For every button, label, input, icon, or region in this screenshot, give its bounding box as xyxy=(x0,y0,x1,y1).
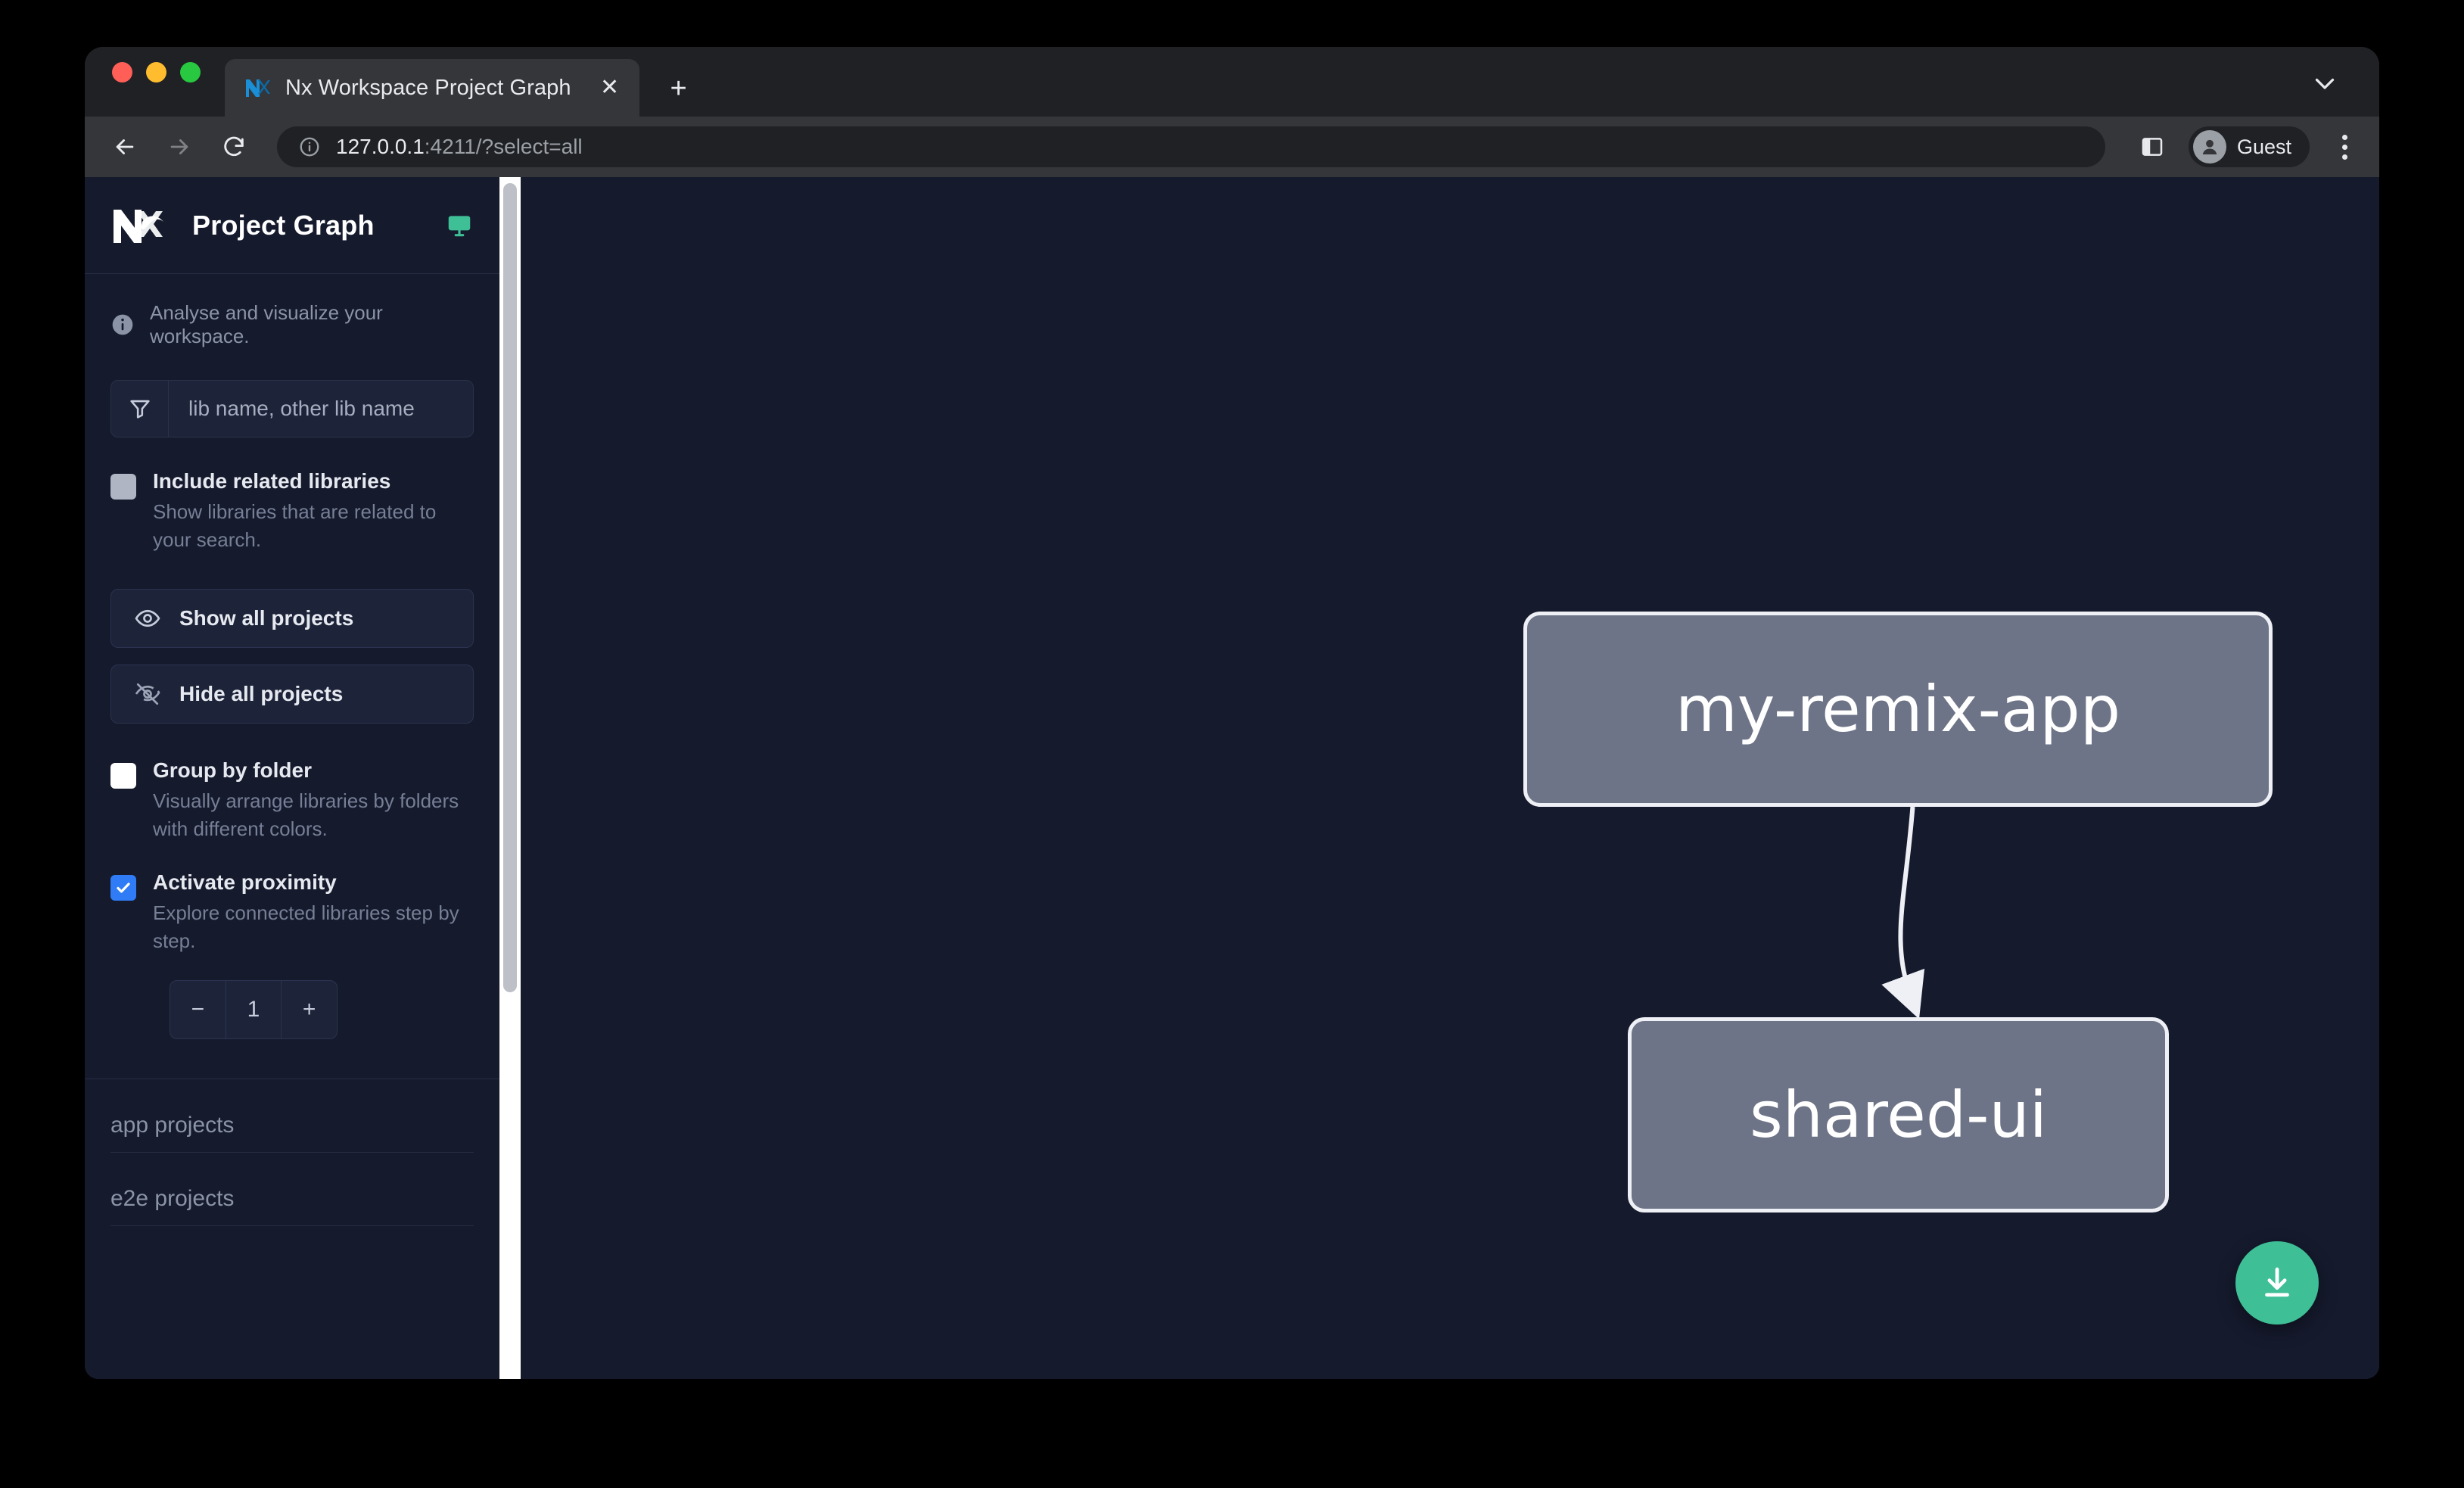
close-window-button[interactable] xyxy=(112,61,132,82)
profile-name: Guest xyxy=(2236,135,2291,158)
option-label: Include related libraries xyxy=(153,469,391,493)
profile-button[interactable]: Guest xyxy=(2188,126,2310,167)
check-icon xyxy=(117,883,130,893)
maximize-window-button[interactable] xyxy=(180,61,201,82)
graph-canvas[interactable]: my-remix-app shared-ui xyxy=(521,177,2379,1379)
forward-arrow-icon[interactable] xyxy=(162,129,197,164)
checkbox-activate-proximity[interactable] xyxy=(110,874,136,901)
window-traffic-lights xyxy=(112,47,201,117)
kebab-menu-icon[interactable] xyxy=(2329,134,2360,160)
nx-project-graph-app: Project Graph Analyse and visualize your… xyxy=(85,177,2379,1379)
back-arrow-icon[interactable] xyxy=(107,129,142,164)
hide-all-projects-label: Hide all projects xyxy=(179,681,344,705)
address-bar-url: 127.0.0.1:4211/?select=all xyxy=(336,135,583,159)
stepper-value: 1 xyxy=(225,981,282,1039)
option-label: Activate proximity xyxy=(153,870,337,894)
browser-tab[interactable]: Nx Workspace Project Graph ✕ xyxy=(225,59,639,117)
edge-my-remix-app-to-shared-ui xyxy=(1881,806,1925,1019)
page-title: Project Graph xyxy=(192,209,375,241)
nx-favicon-icon xyxy=(246,79,270,97)
checkbox-group-by-folder[interactable] xyxy=(110,762,136,789)
info-circle-icon[interactable] xyxy=(298,135,321,158)
show-all-projects-label: Show all projects xyxy=(179,605,354,630)
section-app-projects[interactable]: app projects xyxy=(110,1079,474,1153)
hide-all-projects-button[interactable]: Hide all projects xyxy=(110,664,474,724)
new-tab-button[interactable]: + xyxy=(670,73,687,104)
proximity-stepper[interactable]: − 1 + xyxy=(170,980,338,1040)
search-input-placeholder: lib name, other lib name xyxy=(188,397,415,420)
tab-title: Nx Workspace Project Graph xyxy=(285,75,571,100)
sidebar-scrollbar[interactable] xyxy=(499,177,521,1379)
url-path: :4211/?select=all xyxy=(424,135,583,158)
minimize-window-button[interactable] xyxy=(146,61,166,82)
sidebar-scrollbar-thumb[interactable] xyxy=(503,183,517,992)
show-all-projects-button[interactable]: Show all projects xyxy=(110,588,474,648)
nx-logo-icon xyxy=(114,209,163,243)
checkbox-include-related-libraries[interactable] xyxy=(110,474,136,500)
stepper-decrement-button[interactable]: − xyxy=(191,997,205,1023)
graph-node-shared-ui[interactable]: shared-ui xyxy=(1628,1017,2169,1213)
account-avatar-icon xyxy=(2192,130,2226,163)
search-input[interactable]: lib name, other lib name xyxy=(110,380,474,437)
sidebar: Project Graph Analyse and visualize your… xyxy=(85,177,499,1379)
download-graph-button[interactable] xyxy=(2235,1241,2319,1325)
sidebar-brand: Project Graph xyxy=(85,177,499,274)
option-description: Visually arrange libraries by folders wi… xyxy=(153,789,459,840)
browser-window: Nx Workspace Project Graph ✕ + xyxy=(85,47,2379,1379)
sidebar-info: Analyse and visualize your workspace. xyxy=(85,274,499,348)
address-bar[interactable]: 127.0.0.1:4211/?select=all xyxy=(277,126,2105,167)
url-host: 127.0.0.1 xyxy=(336,135,425,158)
sidebar-info-text: Analyse and visualize your workspace. xyxy=(150,301,383,347)
tab-strip: Nx Workspace Project Graph ✕ + xyxy=(85,47,2379,117)
graph-node-my-remix-app[interactable]: my-remix-app xyxy=(1523,612,2273,807)
option-description: Explore connected libraries step by step… xyxy=(153,901,459,952)
monitor-icon[interactable] xyxy=(445,211,474,240)
option-description: Show libraries that are related to your … xyxy=(153,500,437,551)
reload-icon[interactable] xyxy=(216,129,251,164)
eye-off-icon xyxy=(135,683,160,705)
option-include-related-libraries[interactable]: Include related libraries Show libraries… xyxy=(85,469,499,554)
side-panel-icon[interactable] xyxy=(2136,130,2169,163)
funnel-icon xyxy=(111,381,169,437)
eye-icon xyxy=(135,609,160,627)
browser-toolbar: 127.0.0.1:4211/?select=all Guest xyxy=(85,117,2379,177)
option-group-by-folder[interactable]: Group by folder Visually arrange librari… xyxy=(85,758,499,843)
tab-close-icon[interactable]: ✕ xyxy=(600,75,620,100)
option-label: Group by folder xyxy=(153,758,312,782)
option-activate-proximity[interactable]: Activate proximity Explore connected lib… xyxy=(85,870,499,955)
download-icon xyxy=(2265,1267,2289,1297)
info-icon xyxy=(112,314,133,335)
section-e2e-projects[interactable]: e2e projects xyxy=(110,1153,474,1227)
chevron-down-icon[interactable] xyxy=(2311,70,2338,97)
stepper-increment-button[interactable]: + xyxy=(281,981,337,1039)
